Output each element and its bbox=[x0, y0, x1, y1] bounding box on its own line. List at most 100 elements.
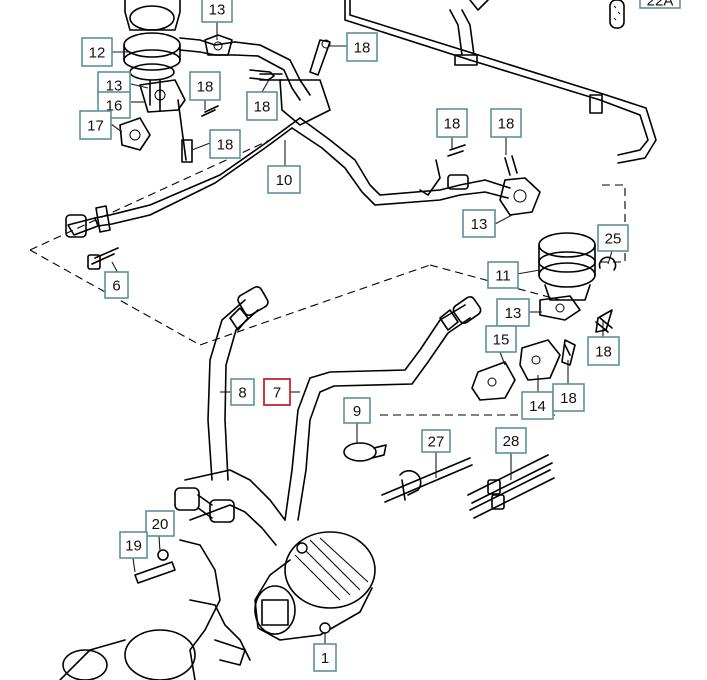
callout-box bbox=[587, 336, 620, 366]
callout-number: 13 bbox=[106, 78, 123, 95]
callout-box bbox=[267, 165, 301, 194]
callout-27: 27 bbox=[421, 429, 451, 453]
leader-lines bbox=[110, 21, 613, 644]
callout-18b: 18 bbox=[189, 71, 221, 101]
callout-box bbox=[343, 397, 371, 424]
callout-box bbox=[639, 0, 681, 9]
callout-18f: 18 bbox=[490, 108, 522, 138]
callout-box bbox=[81, 37, 113, 67]
cable-strap-27 bbox=[381, 457, 473, 503]
callout-number: 18 bbox=[498, 116, 515, 133]
cable-strap-28 bbox=[467, 454, 555, 519]
callout-13d: 13 bbox=[496, 298, 530, 327]
callout-number: 18 bbox=[217, 137, 234, 154]
callout-box bbox=[436, 108, 468, 138]
callout-18g: 18 bbox=[587, 336, 620, 366]
callout-10: 10 bbox=[267, 165, 301, 194]
callout-number: 7 bbox=[273, 385, 281, 402]
callout-number: 17 bbox=[87, 118, 104, 135]
callout-6: 6 bbox=[104, 271, 129, 299]
callout-number: 1 bbox=[321, 650, 329, 667]
callout-number: 18 bbox=[197, 79, 214, 96]
callout-box bbox=[495, 427, 527, 454]
callout-number: 13 bbox=[471, 216, 488, 233]
callout-20: 20 bbox=[145, 510, 175, 537]
callout-number: 12 bbox=[89, 45, 106, 62]
callout-9: 9 bbox=[343, 397, 371, 424]
callout-box bbox=[201, 0, 233, 23]
callout-box bbox=[313, 643, 337, 672]
callout-number: 18 bbox=[444, 116, 461, 133]
callout-18e: 18 bbox=[436, 108, 468, 138]
callout-box bbox=[263, 378, 291, 406]
callout-number: 13 bbox=[209, 2, 226, 19]
callout-13a: 13 bbox=[201, 0, 233, 23]
t-junction bbox=[174, 469, 286, 546]
callout-18a: 18 bbox=[346, 32, 378, 62]
callout-25: 25 bbox=[597, 224, 629, 252]
connecting-pipe-10 bbox=[65, 117, 541, 238]
callout-box bbox=[97, 91, 131, 119]
callout-12: 12 bbox=[81, 37, 113, 67]
callout-box bbox=[346, 32, 378, 62]
callout-number: 14 bbox=[529, 398, 546, 415]
callout-box bbox=[485, 325, 517, 353]
callout-box bbox=[597, 224, 629, 252]
callout-number: 13 bbox=[505, 305, 522, 322]
callout-14: 14 bbox=[521, 391, 554, 420]
callout-box bbox=[487, 261, 519, 289]
callout-22a: 22A bbox=[639, 0, 681, 10]
callout-18c: 18 bbox=[246, 91, 278, 121]
callout-box bbox=[421, 429, 451, 453]
callout-number: 20 bbox=[152, 516, 169, 533]
callout-number: 19 bbox=[125, 538, 142, 555]
callout-box bbox=[552, 383, 585, 412]
right-valve-11 bbox=[471, 232, 617, 401]
secondary-air-pump-1 bbox=[254, 531, 376, 641]
callout-number: 27 bbox=[428, 434, 445, 451]
callout-box bbox=[189, 71, 221, 101]
mounting-bracket bbox=[59, 539, 251, 680]
bolts bbox=[87, 73, 613, 356]
callout-number: 11 bbox=[495, 268, 511, 285]
callout-number: 10 bbox=[276, 172, 293, 189]
callout-18h: 18 bbox=[552, 383, 585, 412]
callout-11: 11 bbox=[487, 261, 519, 289]
callout-number: 9 bbox=[353, 403, 361, 420]
hose-clip-9 bbox=[343, 442, 387, 462]
callout-8: 8 bbox=[230, 378, 255, 406]
callout-16: 16 bbox=[97, 91, 131, 119]
callout-number: 18 bbox=[595, 344, 612, 361]
callout-number: 18 bbox=[254, 99, 271, 116]
callout-box bbox=[209, 129, 241, 159]
callout-number: 6 bbox=[112, 278, 120, 295]
callout-number: 15 bbox=[493, 332, 510, 349]
callout-number: 22A bbox=[647, 0, 674, 10]
callout-28: 28 bbox=[495, 427, 527, 454]
callout-18d: 18 bbox=[209, 129, 241, 159]
callout-box bbox=[119, 531, 148, 559]
callout-13c: 13 bbox=[462, 209, 496, 238]
callout-box bbox=[104, 271, 129, 299]
callout-17: 17 bbox=[79, 110, 112, 140]
callout-7: 7 bbox=[263, 378, 291, 406]
callout-box bbox=[496, 298, 530, 327]
callout-box bbox=[462, 209, 496, 238]
callout-15: 15 bbox=[485, 325, 517, 353]
callout-box bbox=[246, 91, 278, 121]
callout-box bbox=[490, 108, 522, 138]
callout-number: 25 bbox=[605, 231, 622, 248]
hose-8 bbox=[207, 286, 269, 481]
callout-number: 18 bbox=[354, 40, 371, 57]
callout-box bbox=[145, 510, 175, 537]
callout-19: 19 bbox=[119, 531, 148, 559]
callout-number: 8 bbox=[238, 385, 246, 402]
upper-vacuum-hose bbox=[344, 0, 657, 164]
callout-1: 1 bbox=[313, 643, 337, 672]
callout-box bbox=[79, 110, 112, 140]
callout-number: 28 bbox=[503, 433, 520, 450]
hose-7 bbox=[284, 296, 482, 521]
